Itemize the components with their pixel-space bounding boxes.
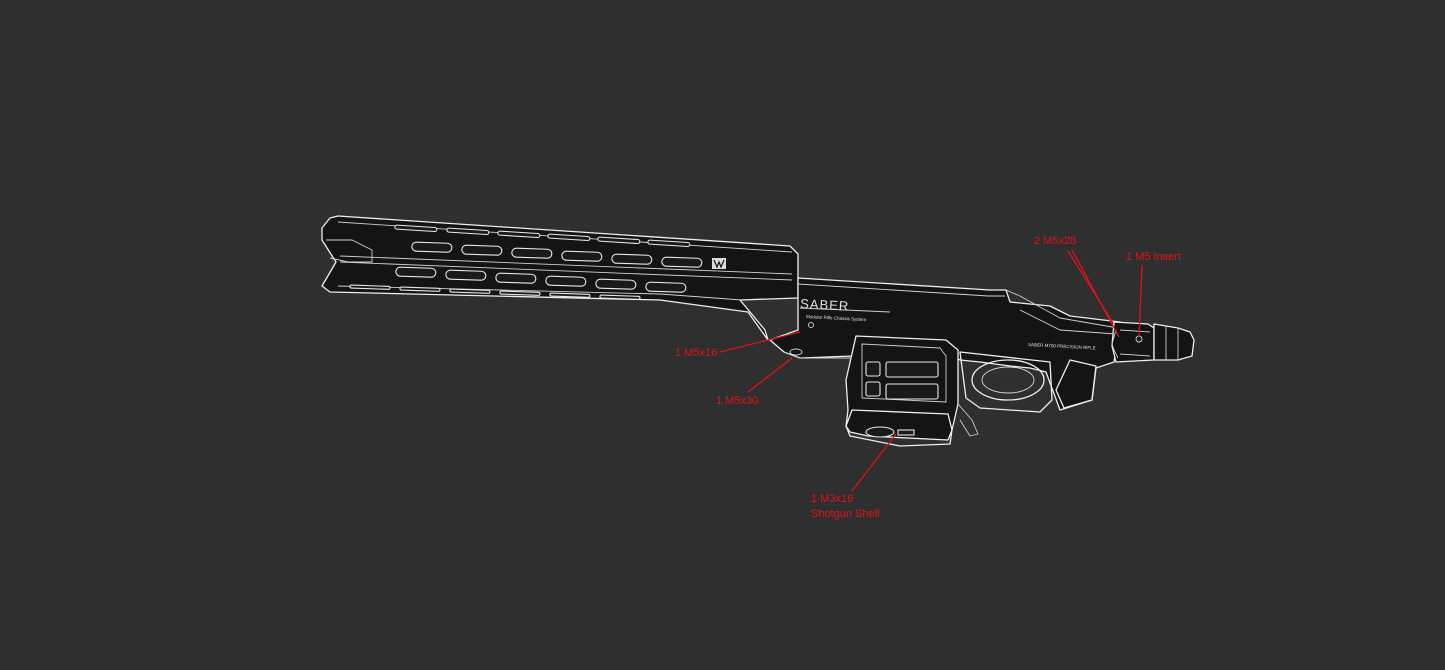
forend-bottom-slots	[349, 284, 641, 300]
tagline-marking: Modular Rifle Chassis System	[806, 314, 866, 322]
magwell-window-2	[885, 361, 939, 378]
forend-rail-groove	[339, 255, 793, 281]
side-marking: SABER M700 PRECISION RIFLE	[1028, 342, 1096, 351]
magazine-well	[845, 335, 979, 447]
magwell-window-3	[865, 381, 881, 397]
magwell-window-4	[885, 383, 939, 400]
trigger-guard	[959, 351, 1053, 413]
m3x16-screw-hole	[865, 426, 895, 438]
brand-marking: SABER	[800, 296, 850, 314]
receiver-bedding-line	[799, 307, 1117, 335]
buffer-tube	[1153, 323, 1195, 361]
callout-m5x16: 1 M5x16	[675, 347, 718, 359]
leader-m5-insert	[1138, 264, 1143, 338]
forend	[321, 215, 799, 341]
mlok-slots-upper	[411, 241, 703, 268]
callout-m5x28: 2 M5x28	[1034, 235, 1077, 247]
m5x30-screw-hole	[789, 348, 803, 356]
receiver-top-edge	[797, 283, 1119, 329]
leader-m5x16	[719, 331, 801, 353]
forend-logo-icon	[712, 258, 726, 269]
callout-shotgun-shell: Shotgun Shell	[811, 508, 880, 520]
forend-top-slots	[394, 224, 691, 248]
stock-adapter	[1055, 321, 1195, 409]
leader-m5x30	[747, 357, 793, 393]
callout-m5-insert: 1 M5 Insert	[1126, 251, 1182, 263]
leader-lines	[719, 249, 1143, 492]
leader-m3x16	[851, 433, 897, 492]
callout-m3x16: 1 M3x16	[811, 493, 854, 505]
m5x16-screw-hole	[807, 321, 815, 329]
magazine-floorplate	[845, 409, 953, 447]
mlok-slots-lower	[395, 266, 687, 293]
callout-m5x30: 1 M5x30	[716, 395, 759, 407]
magwell-window-1	[865, 361, 881, 377]
leader-m5x28-b	[1071, 249, 1120, 338]
forend-lower-edge	[337, 285, 743, 301]
